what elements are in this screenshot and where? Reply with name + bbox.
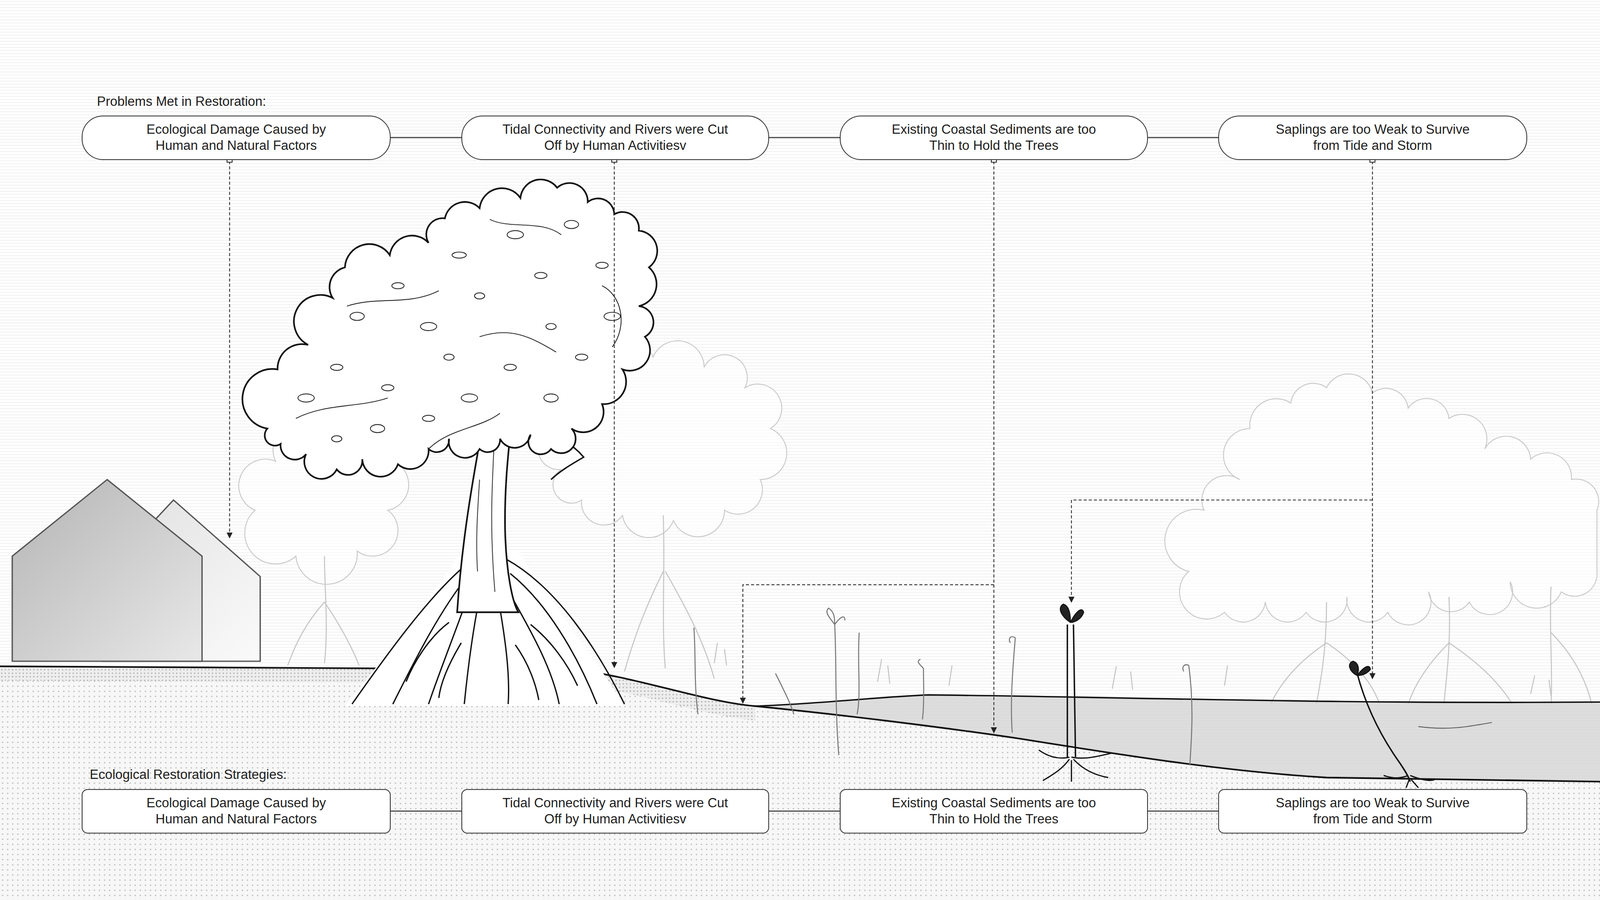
sprout bbox=[1183, 664, 1192, 766]
problem-pill: Saplings are too Weak to Survive from Ti… bbox=[1218, 115, 1528, 160]
leaf-cluster bbox=[350, 312, 365, 321]
prop-root bbox=[510, 573, 597, 705]
leaf-cluster bbox=[595, 262, 609, 268]
text-group: Existing Coastal Sediments are too Thin … bbox=[885, 794, 1104, 828]
tall-sapling-stem bbox=[1067, 624, 1076, 757]
soil-layer bbox=[0, 666, 1600, 900]
small-sapling-leaves bbox=[1349, 661, 1371, 676]
problem-pill: Ecological Damage Caused by Human and Na… bbox=[81, 115, 391, 160]
sprout bbox=[918, 659, 924, 720]
connector-line bbox=[1147, 810, 1219, 812]
leaf-cluster bbox=[297, 393, 315, 402]
tidal-water bbox=[755, 695, 1600, 782]
water-surface-line bbox=[755, 695, 1600, 707]
faint-trunk bbox=[287, 556, 360, 666]
water-ripple bbox=[1418, 722, 1493, 729]
box-text: Tidal Connectivity and Rivers were Cut O… bbox=[494, 121, 737, 155]
leaf-cluster bbox=[422, 415, 435, 422]
leader-line bbox=[613, 161, 615, 668]
leaf-cluster bbox=[507, 230, 524, 239]
small-sapling-stem bbox=[1357, 673, 1410, 782]
connector-line bbox=[390, 137, 462, 139]
connector-line bbox=[390, 810, 462, 812]
leaf-cluster bbox=[391, 282, 405, 289]
sprout bbox=[775, 673, 794, 715]
connector-line bbox=[769, 137, 840, 139]
sprout bbox=[1009, 636, 1016, 733]
prop-root bbox=[405, 622, 578, 700]
box-text: Ecological Damage Caused by Human and Na… bbox=[134, 794, 338, 828]
problem-pill: Existing Coastal Sediments are too Thin … bbox=[839, 115, 1148, 160]
leaf-cluster bbox=[444, 353, 455, 360]
sprout bbox=[693, 627, 698, 715]
leaf-cluster bbox=[452, 251, 467, 258]
strategy-box: Tidal Connectivity and Rivers were Cut O… bbox=[461, 788, 770, 834]
faint-trunk bbox=[1270, 586, 1592, 704]
leader-line bbox=[993, 161, 995, 733]
leaf-cluster bbox=[534, 272, 547, 279]
text-group: Tidal Connectivity and Rivers were Cut O… bbox=[494, 121, 737, 155]
prop-root bbox=[352, 566, 465, 704]
leader-lines bbox=[229, 161, 1373, 733]
trunk-texture bbox=[476, 449, 495, 592]
problem-pill: Tidal Connectivity and Rivers were Cut O… bbox=[461, 115, 770, 160]
strategy-box: Existing Coastal Sediments are too Thin … bbox=[839, 788, 1148, 834]
faint-grass bbox=[571, 634, 1551, 696]
leaf-cluster bbox=[420, 322, 437, 331]
saplings bbox=[1038, 604, 1435, 788]
leaf-cluster bbox=[546, 323, 557, 330]
tall-sapling-roots bbox=[1038, 750, 1113, 782]
leader-line bbox=[1071, 499, 1373, 602]
leaf-cluster bbox=[564, 220, 579, 229]
connector-line bbox=[1147, 137, 1219, 139]
text-group: Ecological Damage Caused by Human and Na… bbox=[134, 121, 338, 155]
text-group: Ecological Damage Caused by Human and Na… bbox=[134, 794, 338, 828]
sprout bbox=[857, 632, 860, 715]
faint-trunk bbox=[624, 515, 715, 679]
box-text: Tidal Connectivity and Rivers were Cut O… bbox=[494, 794, 737, 828]
box-text: Existing Coastal Sediments are too Thin … bbox=[885, 794, 1104, 828]
tree-canopy bbox=[242, 179, 658, 479]
leaf-cluster bbox=[575, 353, 588, 360]
leaf-cluster bbox=[381, 384, 395, 391]
ground-line bbox=[0, 666, 1600, 782]
leader-line bbox=[228, 161, 230, 538]
box-text: Ecological Damage Caused by Human and Na… bbox=[134, 121, 338, 155]
strategy-box: Saplings are too Weak to Survive from Ti… bbox=[1218, 788, 1528, 834]
faint-canopy bbox=[1164, 373, 1599, 625]
box-text: Saplings are too Weak to Survive from Ti… bbox=[1274, 121, 1472, 155]
text-group: Tidal Connectivity and Rivers were Cut O… bbox=[494, 794, 737, 828]
leaf-cluster bbox=[370, 424, 385, 433]
connector-line bbox=[769, 810, 840, 812]
leaf-cluster bbox=[543, 393, 559, 402]
leaf-cluster bbox=[330, 364, 343, 371]
sprouts bbox=[693, 608, 1192, 766]
leaf-cluster bbox=[504, 364, 517, 371]
box-text: Existing Coastal Sediments are too Thin … bbox=[885, 121, 1104, 155]
leaf-cluster bbox=[474, 292, 485, 299]
canopy-texture bbox=[295, 219, 621, 449]
section-heading: Problems Met in Restoration: bbox=[96, 93, 267, 110]
box-text: Saplings are too Weak to Survive from Ti… bbox=[1274, 794, 1472, 828]
leaf-cluster bbox=[331, 435, 342, 442]
leaf-cluster bbox=[604, 312, 621, 321]
section-heading: Ecological Restoration Strategies: bbox=[89, 766, 287, 783]
strategy-box: Ecological Damage Caused by Human and Na… bbox=[81, 788, 391, 834]
leader-anchors bbox=[226, 157, 1375, 163]
leaf-cluster bbox=[461, 393, 478, 402]
house-front bbox=[12, 479, 202, 662]
leader-line bbox=[1371, 161, 1373, 679]
sprout bbox=[827, 608, 845, 756]
prop-root bbox=[506, 559, 625, 704]
small-sapling-roots bbox=[1383, 775, 1435, 788]
text-group: Existing Coastal Sediments are too Thin … bbox=[885, 121, 1104, 155]
text-group: Saplings are too Weak to Survive from Ti… bbox=[1274, 121, 1472, 155]
tall-sapling-leaves bbox=[1060, 604, 1084, 623]
canopy-contour bbox=[295, 219, 621, 449]
text-group: Saplings are too Weak to Survive from Ti… bbox=[1274, 794, 1472, 828]
leader-line bbox=[742, 584, 994, 704]
